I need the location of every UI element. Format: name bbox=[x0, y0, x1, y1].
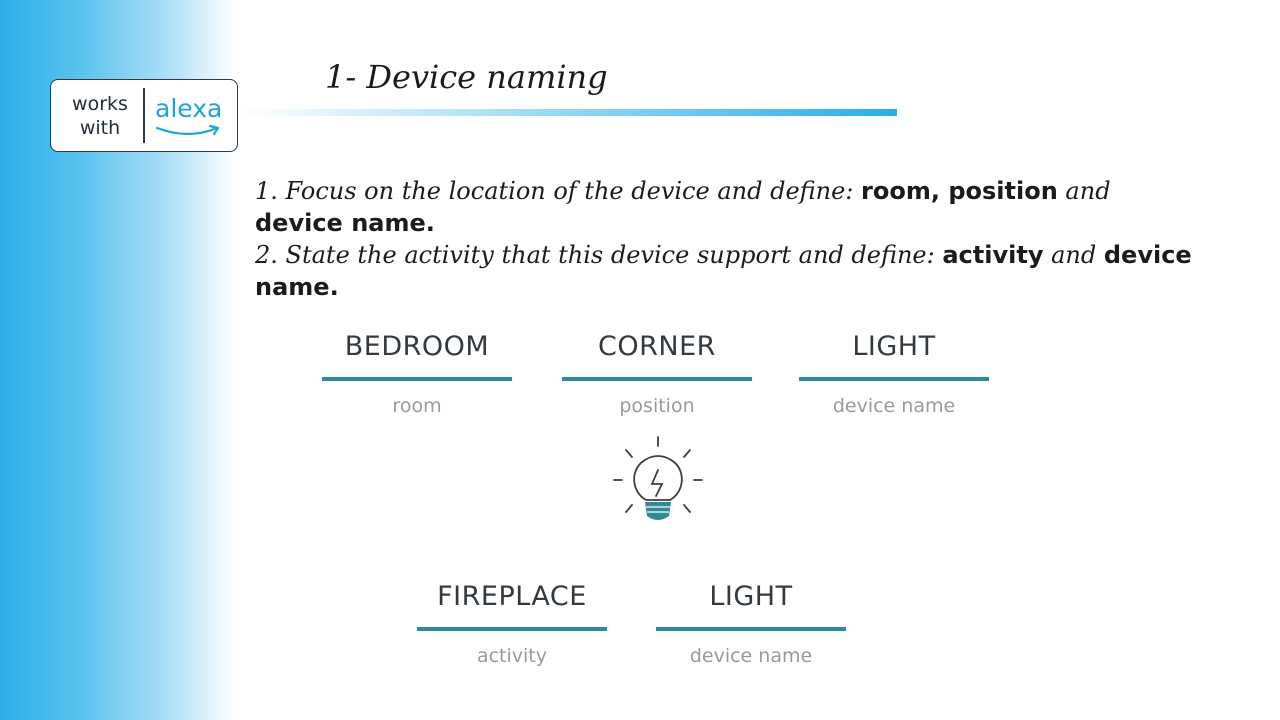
slot-position-line bbox=[562, 377, 752, 381]
instructions-text: 1. Focus on the location of the device a… bbox=[255, 175, 1195, 303]
alexa-smile-icon bbox=[155, 124, 220, 136]
lightbulb-icon bbox=[613, 436, 703, 520]
instruction-2-mid: and bbox=[1043, 241, 1104, 269]
slot-activity-value: FIREPLACE bbox=[437, 581, 587, 612]
slot-device-name-1-value: LIGHT bbox=[852, 331, 936, 362]
instruction-2-prefix: 2. State the activity that this device s… bbox=[255, 241, 943, 269]
slot-room: BEDROOM room bbox=[322, 330, 512, 417]
slot-device-name-1-line bbox=[799, 377, 989, 381]
slot-position: CORNER position bbox=[562, 330, 752, 417]
slot-device-name-2-value: LIGHT bbox=[709, 581, 793, 612]
page-title: 1- Device naming bbox=[325, 58, 608, 96]
works-with-alexa-logo: works with alexa bbox=[50, 79, 238, 152]
logo-works-with-text: works with bbox=[72, 93, 128, 139]
slot-activity-line bbox=[417, 627, 607, 631]
instruction-1-mid: and bbox=[1057, 177, 1111, 205]
instruction-1-bold2: device name. bbox=[255, 209, 435, 237]
instruction-2-bold2: device name. bbox=[255, 241, 1192, 301]
instruction-1-bold: room, position bbox=[861, 177, 1058, 205]
slot-device-name-2: LIGHT device name bbox=[656, 580, 846, 667]
slot-device-name-2-line bbox=[656, 627, 846, 631]
title-underline bbox=[240, 109, 897, 116]
slot-device-name-1: LIGHT device name bbox=[799, 330, 989, 417]
slot-room-label: room bbox=[392, 395, 442, 417]
slot-room-value: BEDROOM bbox=[344, 331, 490, 362]
instruction-2-bold: activity bbox=[942, 241, 1044, 269]
logo-alexa-text: alexa bbox=[155, 94, 223, 123]
slot-position-value: CORNER bbox=[598, 331, 716, 362]
slot-device-name-1-label: device name bbox=[832, 395, 956, 417]
slot-room-line bbox=[322, 377, 512, 381]
logo-divider bbox=[143, 88, 145, 143]
instruction-2: 2. State the activity that this device s… bbox=[255, 239, 1195, 303]
instruction-1-prefix: 1. Focus on the location of the device a… bbox=[255, 177, 862, 205]
slot-activity-label: activity bbox=[476, 645, 548, 667]
slot-position-label: position bbox=[619, 395, 695, 417]
slot-device-name-2-label: device name bbox=[689, 645, 813, 667]
instruction-1: 1. Focus on the location of the device a… bbox=[255, 175, 1195, 239]
slot-activity: FIREPLACE activity bbox=[417, 580, 607, 667]
